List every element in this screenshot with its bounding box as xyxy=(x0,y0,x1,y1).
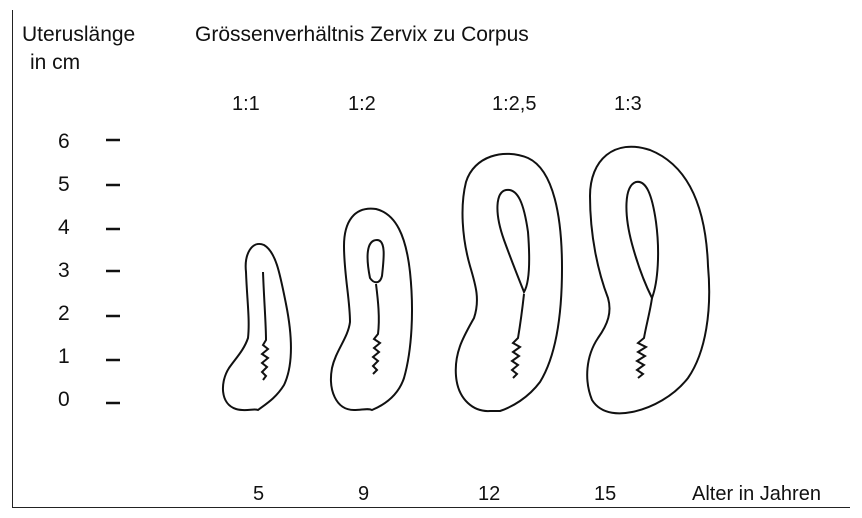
uterus-age-12 xyxy=(456,154,562,411)
uterus-age-9 xyxy=(331,209,412,410)
uterus-age-5 xyxy=(223,244,291,410)
y-tick-marks xyxy=(106,140,120,403)
uterus-age-15 xyxy=(587,147,709,414)
